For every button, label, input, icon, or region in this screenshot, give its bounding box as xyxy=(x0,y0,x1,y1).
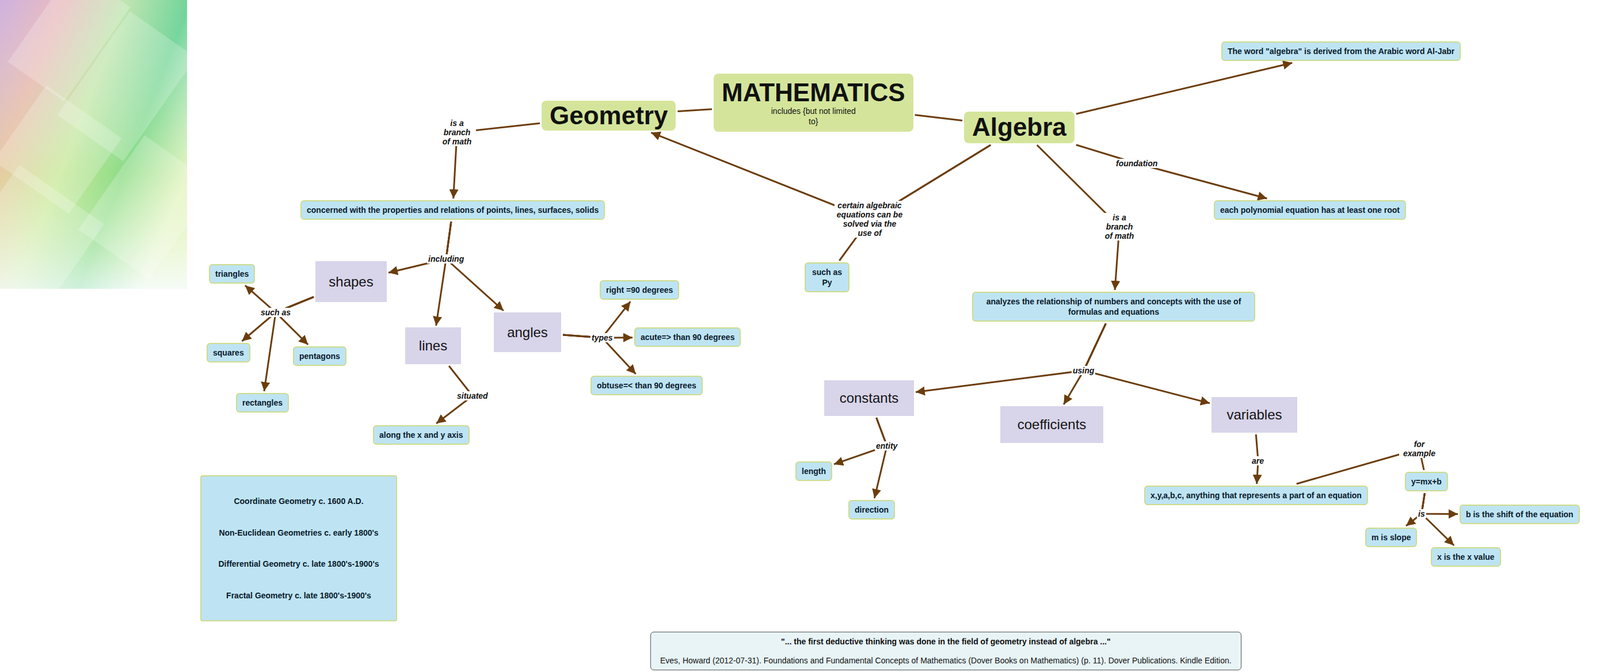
concept-box: y=mx+b xyxy=(1404,471,1449,492)
node-text: length xyxy=(801,466,826,477)
concept-box: acute=> than 90 degrees xyxy=(634,327,741,348)
edge-label: using xyxy=(1071,366,1096,376)
node-text: MATHEMATICS xyxy=(721,78,906,107)
connector xyxy=(388,221,452,273)
node-text: Differential Geometry c. late 1800's-190… xyxy=(218,559,379,569)
concept-box: concerned with the properties and relati… xyxy=(300,200,605,220)
edge-label: for example xyxy=(1399,439,1440,459)
node-text: acute=> than 90 degrees xyxy=(640,332,735,343)
node-text: rectangles xyxy=(242,397,283,409)
edge-label: are xyxy=(1250,456,1266,466)
concept-box: length xyxy=(795,461,833,482)
connector xyxy=(562,301,631,338)
node-text: Coordinate Geometry c. 1600 A.D. xyxy=(233,496,364,506)
concept-box: squares xyxy=(206,343,251,363)
node-text: Algebra xyxy=(972,113,1067,142)
node-text: coefficients xyxy=(1017,416,1087,433)
node-text: Geometry xyxy=(549,101,668,130)
node-text: Fractal Geometry c. late 1800's-1900's xyxy=(226,591,372,601)
concept-box: obtuse=< than 90 degrees xyxy=(590,375,703,396)
connector xyxy=(275,296,314,345)
node-text: right =90 degrees xyxy=(606,284,673,296)
history-box: Coordinate Geometry c. 1600 A.D. Non-Eucl… xyxy=(200,475,398,622)
edge-label: foundation xyxy=(1114,158,1159,169)
category-box: variables xyxy=(1211,397,1298,433)
node-text: Non-Euclidean Geometries c. early 1800's xyxy=(218,528,379,538)
connector xyxy=(1076,62,1293,114)
concept-box: analyzes the relationship of numbers and… xyxy=(972,291,1256,322)
category-box: constants xyxy=(824,380,914,417)
node-text: x,y,a,b,c, anything that represents a pa… xyxy=(1150,490,1362,501)
category-box: lines xyxy=(405,327,462,365)
category-box: angles xyxy=(493,312,562,353)
node-text: The word "algebra" is derived from the A… xyxy=(1227,46,1455,57)
edge-label: including xyxy=(427,254,466,264)
connector xyxy=(241,296,314,342)
node-text: pentagons xyxy=(299,351,341,362)
node-text: angles xyxy=(507,324,548,341)
node-text: lines xyxy=(418,337,448,354)
node-text: obtuse=< than 90 degrees xyxy=(596,380,697,391)
concept-box: triangles xyxy=(208,264,255,284)
concept-box: pentagons xyxy=(292,346,347,367)
quote-box: "... the first deductive thinking was do… xyxy=(650,631,1242,671)
node-text: concerned with the properties and relati… xyxy=(306,204,599,216)
node-text: x is the x value xyxy=(1437,551,1495,563)
node-text: shapes xyxy=(328,273,373,291)
node-text: b is the shift of the equation xyxy=(1465,509,1574,520)
node-text: squares xyxy=(212,347,245,358)
node-text: y=mx+b xyxy=(1411,476,1442,487)
edge-label: such as xyxy=(259,307,292,318)
node-text: such as Py xyxy=(810,267,844,288)
edge-label: certain algebraic equations can be solve… xyxy=(834,200,905,238)
edge-label: is a branch of math xyxy=(437,118,476,147)
node-text: m is slope xyxy=(1371,532,1411,543)
connector xyxy=(446,221,504,311)
node-text: variables xyxy=(1226,406,1282,424)
connector xyxy=(1083,323,1210,403)
connector xyxy=(677,109,712,112)
category-box: shapes xyxy=(315,261,387,303)
topic-box: Geometry xyxy=(541,100,676,131)
concept-box: along the x and y axis xyxy=(372,425,470,445)
concept-box: x,y,a,b,c, anything that represents a pa… xyxy=(1144,485,1369,506)
decoration-facets xyxy=(0,0,188,289)
node-text: Eves, Howard (2012-07-31). Foundations a… xyxy=(660,656,1232,666)
connector xyxy=(1076,145,1268,199)
topic-box: MATHEMATICSincludes {but not limited to} xyxy=(713,73,914,132)
node-text: each polynomial equation has at least on… xyxy=(1220,204,1400,216)
edge-label: is xyxy=(1416,509,1427,519)
topic-box: Algebra xyxy=(964,111,1075,144)
connector xyxy=(1421,493,1458,514)
connector xyxy=(1421,493,1454,546)
node-text: analyzes the relationship of numbers and… xyxy=(978,296,1249,318)
concept-box: b is the shift of the equation xyxy=(1459,504,1580,525)
concept-box: direction xyxy=(848,500,895,520)
concept-box: each polynomial equation has at least on… xyxy=(1213,200,1407,220)
category-box: coefficients xyxy=(1000,406,1104,444)
node-text: includes {but not limited to} xyxy=(770,106,857,127)
connector xyxy=(915,115,963,121)
edge-label: situated xyxy=(455,391,490,401)
concept-box: right =90 degrees xyxy=(599,280,680,300)
decorative-image xyxy=(0,0,188,289)
edge-label: types xyxy=(590,333,615,343)
concept-box: x is the x value xyxy=(1430,547,1502,567)
edge-label: is a branch of math xyxy=(1100,212,1139,241)
node-text: "... the first deductive thinking was do… xyxy=(781,637,1111,647)
concept-box: The word "algebra" is derived from the A… xyxy=(1221,41,1461,62)
concept-box: such as Py xyxy=(804,262,850,293)
node-text: triangles xyxy=(215,268,249,280)
connector xyxy=(874,417,887,499)
concept-box: rectangles xyxy=(235,393,289,413)
node-text: direction xyxy=(854,504,889,516)
concept-box: m is slope xyxy=(1365,527,1417,548)
node-text: constants xyxy=(839,390,899,407)
edge-label: entity xyxy=(874,441,899,451)
node-text: along the x and y axis xyxy=(379,429,464,441)
